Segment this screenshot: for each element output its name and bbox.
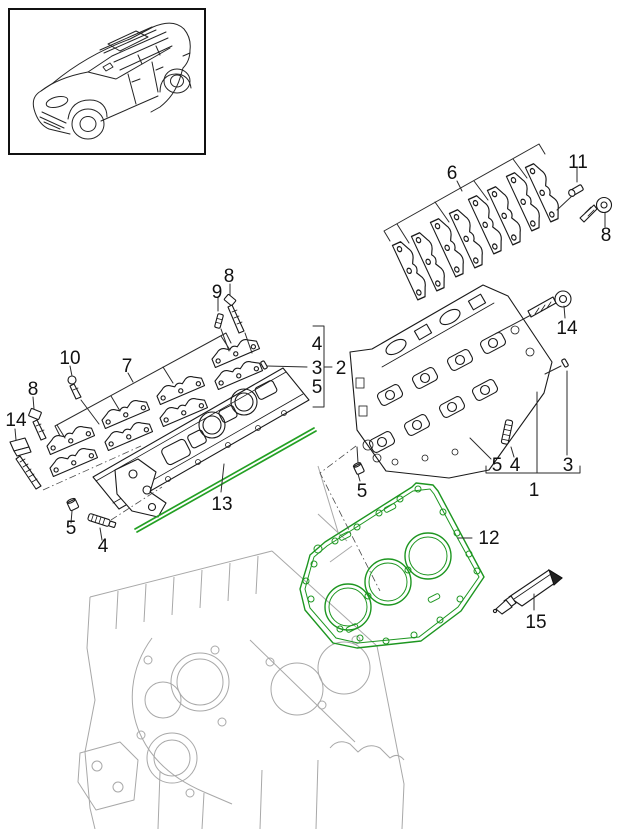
callout-5[interactable]: 5 <box>492 455 503 476</box>
part-dowel-5-right <box>352 462 365 475</box>
callout-1[interactable]: 1 <box>529 480 540 501</box>
callout-8[interactable]: 8 <box>224 266 235 287</box>
callout-3[interactable]: 3 <box>563 455 574 476</box>
part-bolt-10 <box>67 375 82 400</box>
callout-4[interactable]: 4 <box>312 334 323 355</box>
leader-lines <box>14 143 606 611</box>
callout-4[interactable]: 4 <box>510 455 521 476</box>
part-dowel-5-left <box>66 497 80 512</box>
callout-5[interactable]: 5 <box>357 481 368 502</box>
vehicle-thumbnail <box>8 8 206 155</box>
part-stud-4-center <box>500 419 514 445</box>
callout-6[interactable]: 6 <box>447 163 458 184</box>
part-stud-9 <box>214 313 224 329</box>
engine-block <box>77 465 405 829</box>
callout-5[interactable]: 5 <box>66 518 77 539</box>
part-bolt-8-left <box>28 407 47 441</box>
callout-13[interactable]: 13 <box>211 494 232 515</box>
callout-8[interactable]: 8 <box>28 379 39 400</box>
callout-8[interactable]: 8 <box>601 225 612 246</box>
callout-2[interactable]: 2 <box>336 358 347 379</box>
part-pin-3-left <box>260 360 268 370</box>
callout-3[interactable]: 3 <box>312 358 323 379</box>
callout-12[interactable]: 12 <box>478 528 499 549</box>
cayenne-line-art-icon <box>32 22 192 140</box>
callout-10[interactable]: 10 <box>59 348 80 369</box>
callout-7[interactable]: 7 <box>122 356 133 377</box>
gasket-bolt-holes <box>302 485 481 645</box>
sealant-tube <box>492 568 563 615</box>
head-gasket <box>299 482 485 649</box>
callout-14[interactable]: 14 <box>556 318 578 339</box>
part-bolt-14-right <box>527 290 572 318</box>
valve-cover <box>92 367 310 518</box>
bearing-caps-right-bank <box>391 160 565 301</box>
fasteners <box>9 184 613 528</box>
part-plug-11 <box>568 184 584 197</box>
rocker-pockets <box>368 332 507 453</box>
vehicle-box-border <box>8 8 206 155</box>
callout-11[interactable]: 11 <box>568 152 588 173</box>
part-stud-4-left <box>87 513 117 528</box>
part-pin-3-right <box>561 358 569 368</box>
callout-9[interactable]: 9 <box>212 282 223 303</box>
callout-4[interactable]: 4 <box>98 536 109 557</box>
part-bolt-8-top-right <box>579 196 613 223</box>
sealing-bead <box>134 427 317 533</box>
callout-15[interactable]: 15 <box>525 612 546 633</box>
callout-5[interactable]: 5 <box>312 377 323 398</box>
cover-mount-bracket <box>114 458 167 518</box>
callout-14[interactable]: 14 <box>5 410 27 431</box>
cylinder-head <box>349 284 553 479</box>
part-bolt-8-mid <box>223 293 245 334</box>
part-bolt-14-left <box>9 437 42 490</box>
